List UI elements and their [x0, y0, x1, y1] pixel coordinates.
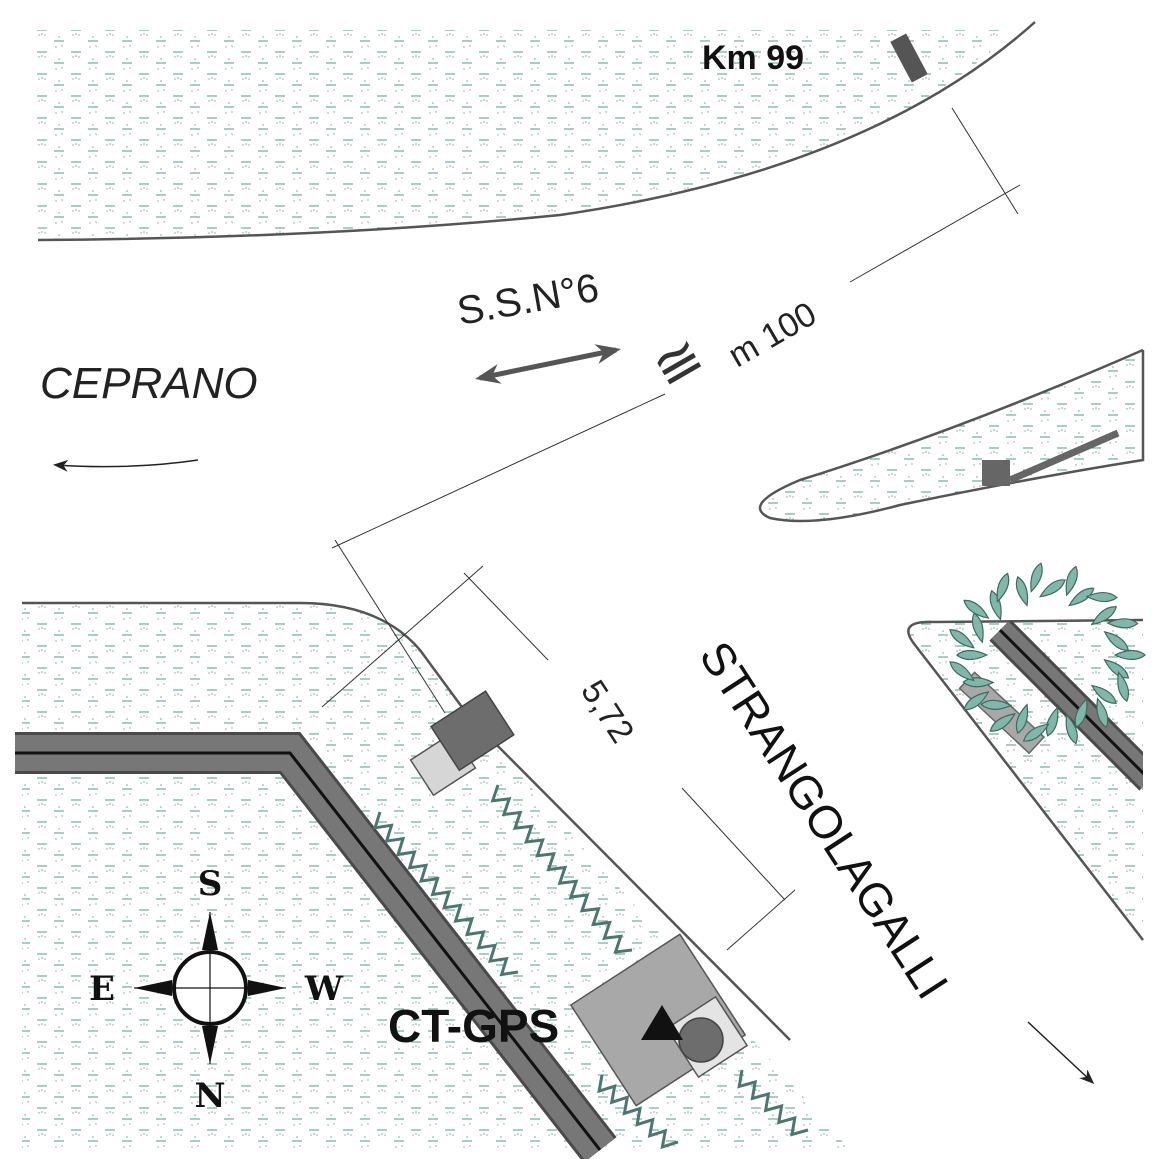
- tree-leaf: [963, 599, 990, 619]
- approx-sign: ≅: [641, 323, 716, 404]
- grass-area-north: [35, 30, 1015, 240]
- gps-pillar: [678, 1017, 724, 1063]
- hedge-row: [372, 811, 519, 977]
- hedge-row: [737, 1069, 809, 1137]
- tree-leaf: [1085, 591, 1118, 603]
- compass-west-label: W: [304, 969, 344, 1009]
- tree-leaf: [1065, 713, 1078, 745]
- tree-leaf: [989, 713, 1016, 732]
- tree-leaf: [1113, 649, 1146, 661]
- tree-leaf: [971, 612, 984, 644]
- compass-north-label: N: [194, 1076, 225, 1116]
- gps-triangle-icon: [641, 1005, 683, 1040]
- tree-leaf: [1039, 579, 1066, 598]
- tree-leaf: [1096, 697, 1109, 729]
- tree-leaf: [949, 629, 975, 649]
- tree-leaf: [949, 661, 975, 682]
- two-way-arrow: [475, 344, 621, 384]
- town-west-label: CEPRANO: [40, 359, 258, 408]
- tree-leaf: [1065, 565, 1078, 597]
- tree-leaf: [1022, 723, 1050, 742]
- road-edge-right-corner: [907, 618, 1144, 941]
- direction-arrow-south: [1027, 1021, 1095, 1085]
- road-edge-north: [37, 21, 1036, 242]
- station-label: CT-GPS: [388, 1000, 559, 1052]
- tree-leaf: [1030, 562, 1043, 593]
- road-name-label: S.S.N°6: [454, 266, 602, 334]
- tree-leaf: [1090, 684, 1118, 704]
- hedges: [372, 784, 809, 1150]
- grass-area-right-island: [760, 350, 1143, 522]
- hedge-row: [597, 1074, 679, 1150]
- tree-leaf: [1106, 618, 1139, 629]
- tree-leaf: [980, 699, 1013, 710]
- compass-south-label: S: [198, 864, 223, 904]
- km-post: [890, 33, 928, 83]
- tree-rosette: [949, 562, 1146, 745]
- tree-leaf: [1015, 703, 1029, 734]
- building-dark: [429, 690, 515, 772]
- tree-leaf: [1074, 697, 1088, 729]
- tree-leaf: [963, 691, 990, 711]
- tree-leaf: [955, 649, 989, 661]
- island-bar: [1008, 429, 1120, 484]
- island-post: [982, 460, 1010, 486]
- direction-arrow-west: [53, 459, 199, 472]
- tree-leaf: [1103, 631, 1130, 651]
- railway-centerline: [15, 751, 602, 1151]
- island-rail: [989, 620, 1143, 791]
- tree-leaf: [1090, 606, 1118, 626]
- tree-leaf: [1015, 576, 1029, 607]
- tree-leaf: [1117, 670, 1130, 703]
- distance-label: m 100: [722, 295, 823, 375]
- railway: [15, 732, 617, 1159]
- gps-station: [569, 933, 749, 1107]
- compass-rose: S N E W: [89, 864, 344, 1116]
- hedge-row: [490, 784, 633, 954]
- compass-east-label: E: [89, 969, 115, 1009]
- km-marker-label: Km 99: [702, 39, 804, 77]
- width-measure-label: 5,72: [573, 674, 641, 750]
- dimension-lines: [321, 107, 1021, 951]
- road-edge-southwest: [22, 601, 791, 1041]
- tree-leaf: [996, 572, 1010, 603]
- town-south-label: STRANGOLAGALLI: [690, 632, 959, 1008]
